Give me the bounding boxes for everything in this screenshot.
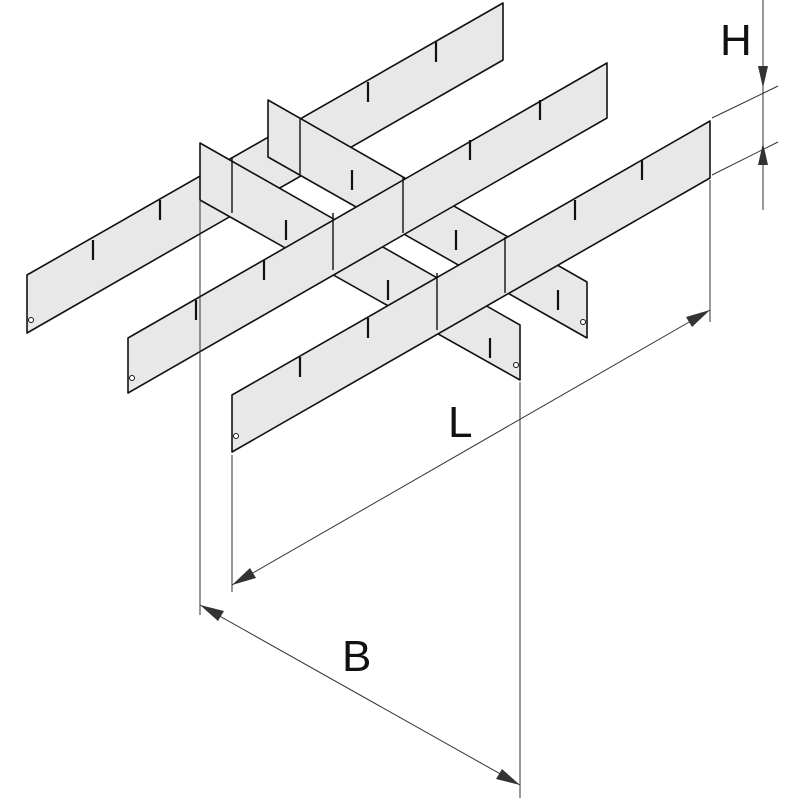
long-divider-back — [26, 2, 504, 334]
dimension-b — [199, 200, 521, 798]
length-label: L — [448, 398, 473, 447]
long-divider-middle — [127, 62, 608, 394]
dimension-l — [231, 180, 711, 592]
dimension-h — [711, 0, 779, 210]
long-divider-front — [231, 120, 711, 453]
slot-marks — [91, 42, 644, 377]
mounting-holes — [28, 317, 586, 439]
height-label: H — [720, 16, 752, 65]
intersection-lines — [231, 118, 506, 330]
width-label: B — [342, 632, 372, 681]
